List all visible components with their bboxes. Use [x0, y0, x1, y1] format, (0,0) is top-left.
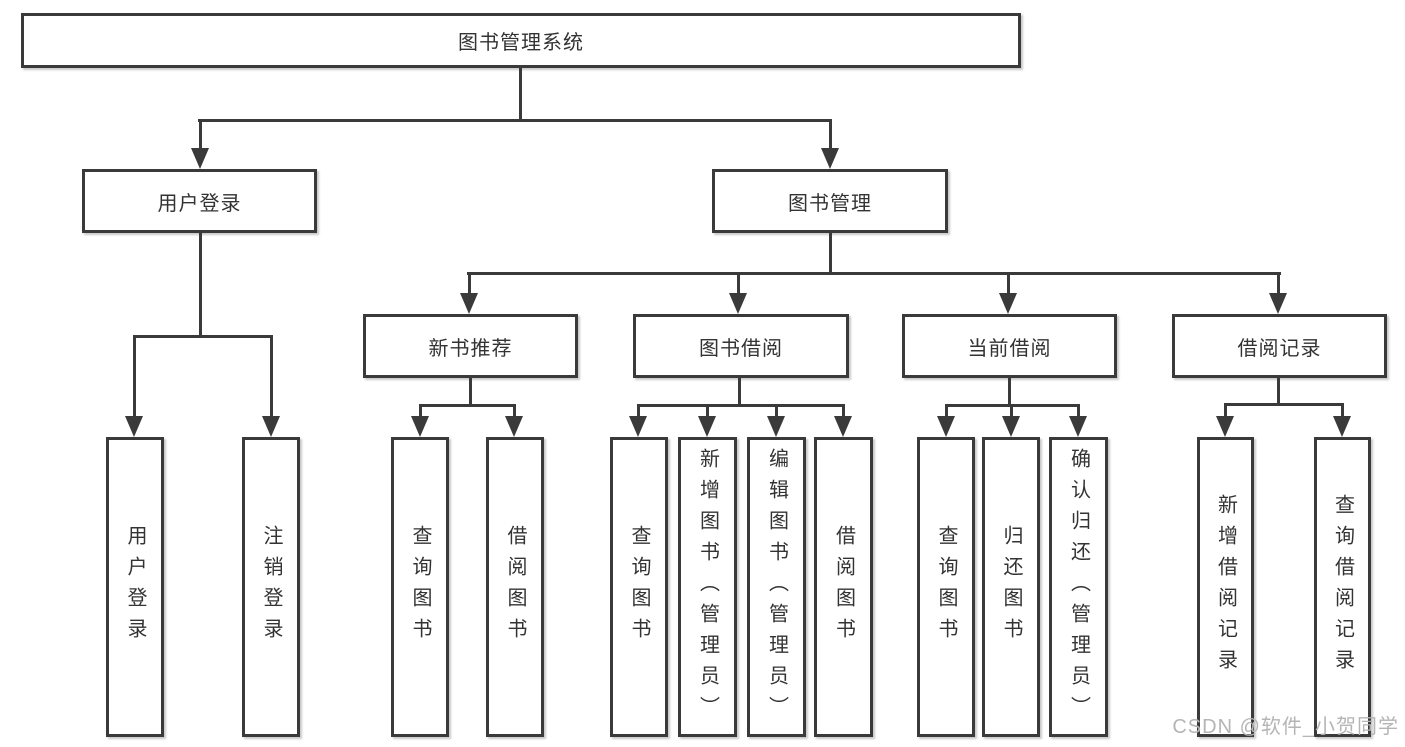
connector-cb-return-drop: [1010, 404, 1013, 418]
node-borrowing-records: 借阅记录: [1172, 314, 1387, 378]
connector-br-add-drop: [1224, 403, 1227, 418]
arrowhead-current-borrow: [999, 293, 1017, 314]
leaf-br-query-record: 查询借阅记录: [1314, 437, 1371, 737]
arrowhead-nbr-query: [411, 416, 429, 437]
node-book-borrowing: 图书借阅: [633, 314, 849, 378]
connector-current-borrow-drop: [1007, 272, 1010, 296]
arrowhead-bb-borrow: [834, 416, 852, 437]
connector-bb-query-drop: [637, 404, 640, 418]
leaf-cb-confirm-return-admin-label: 确认归还（管理员）: [1067, 447, 1090, 727]
arrowhead-nbr-borrow: [505, 416, 523, 437]
arrowhead-bb-add: [698, 416, 716, 437]
arrowhead-leaf-login: [125, 416, 143, 437]
leaf-logout: 注销登录: [242, 437, 300, 737]
connector-br-rail: [1224, 403, 1344, 406]
arrowhead-bb-query: [629, 416, 647, 437]
arrowhead-br-query: [1333, 416, 1351, 437]
leaf-logout-label: 注销登录: [260, 525, 282, 649]
connector-bb-edit-drop: [775, 404, 778, 418]
arrowhead-cb-confirm: [1069, 416, 1087, 437]
leaf-bb-add-books-admin-label: 新增图书（管理员）: [696, 447, 719, 727]
connector-cb-query-drop: [945, 404, 948, 418]
arrowhead-leaf-logout: [262, 416, 280, 437]
csdn-watermark: CSDN @软件_小贺同学: [1172, 716, 1399, 738]
connector-borrow-records-drop: [1277, 272, 1280, 296]
leaf-bb-edit-books-admin: 编辑图书（管理员）: [747, 437, 806, 737]
arrowhead-new-book: [460, 293, 478, 314]
connector-nbr-borrow-drop: [513, 404, 516, 418]
arrowhead-br-add: [1216, 416, 1234, 437]
leaf-nbr-query-books: 查询图书: [391, 437, 449, 737]
leaf-cb-return-books: 归还图书: [982, 437, 1040, 737]
connector-new-book-drop: [468, 272, 471, 296]
leaf-bb-add-books-admin: 新增图书（管理员）: [678, 437, 737, 737]
connector-nbr-stem: [469, 378, 472, 407]
connector-bb-rail: [637, 404, 845, 407]
connector-user-login-rail: [133, 335, 273, 338]
leaf-nbr-borrow-books-label: 借阅图书: [504, 525, 526, 649]
arrowhead-book-mgmt: [821, 148, 839, 169]
arrowhead-cb-query: [937, 416, 955, 437]
leaf-user-login: 用户登录: [106, 437, 164, 737]
leaf-bb-borrow-books: 借阅图书: [814, 437, 873, 737]
connector-root-stem: [519, 68, 522, 120]
connector-nbr-query-drop: [419, 404, 422, 418]
connector-br-stem: [1277, 378, 1280, 406]
node-current-borrowing: 当前借阅: [902, 314, 1117, 378]
leaf-cb-query-books-label: 查询图书: [935, 525, 957, 649]
connector-br-query-drop: [1341, 403, 1344, 418]
connector-cb-confirm-drop: [1077, 404, 1080, 418]
arrowhead-borrow-records: [1269, 293, 1287, 314]
connector-level2-rail: [198, 119, 832, 122]
leaf-nbr-query-books-label: 查询图书: [409, 525, 431, 649]
node-book-management: 图书管理: [712, 169, 948, 233]
connector-bb-add-drop: [706, 404, 709, 418]
connector-leaf-login-drop: [133, 335, 136, 419]
leaf-user-login-label: 用户登录: [124, 525, 146, 649]
connector-leaf-logout-drop: [270, 335, 273, 419]
leaf-br-add-record: 新增借阅记录: [1197, 437, 1254, 737]
connector-nbr-rail: [419, 404, 516, 407]
leaf-bb-borrow-books-label: 借阅图书: [832, 525, 855, 649]
connector-bb-borrow-drop: [842, 404, 845, 418]
connector-book-mgmt-drop: [829, 119, 832, 149]
connector-book-borrow-drop: [737, 272, 740, 296]
arrowhead-user-login: [191, 148, 209, 169]
connector-level3-rail: [467, 272, 1281, 275]
leaf-cb-return-books-label: 归还图书: [1000, 525, 1022, 649]
connector-book-mgmt-stem: [829, 233, 832, 274]
arrowhead-cb-return: [1002, 416, 1020, 437]
node-new-book-recommendation: 新书推荐: [363, 314, 578, 378]
leaf-br-add-record-label: 新增借阅记录: [1214, 494, 1237, 680]
node-library-management-system: 图书管理系统: [21, 13, 1021, 68]
arrowhead-bb-edit: [767, 416, 785, 437]
leaf-cb-query-books: 查询图书: [917, 437, 975, 737]
leaf-cb-confirm-return-admin: 确认归还（管理员）: [1049, 437, 1108, 737]
leaf-bb-edit-books-admin-label: 编辑图书（管理员）: [765, 447, 788, 727]
leaf-nbr-borrow-books: 借阅图书: [486, 437, 544, 737]
leaf-bb-query-books-label: 查询图书: [628, 525, 650, 649]
connector-cb-stem: [1008, 378, 1011, 407]
connector-user-login-drop: [199, 119, 202, 149]
leaf-bb-query-books: 查询图书: [610, 437, 668, 737]
node-user-login: 用户登录: [82, 169, 317, 233]
connector-bb-stem: [738, 378, 741, 407]
connector-user-login-stem: [199, 233, 202, 337]
leaf-br-query-record-label: 查询借阅记录: [1331, 494, 1354, 680]
arrowhead-book-borrow: [729, 293, 747, 314]
